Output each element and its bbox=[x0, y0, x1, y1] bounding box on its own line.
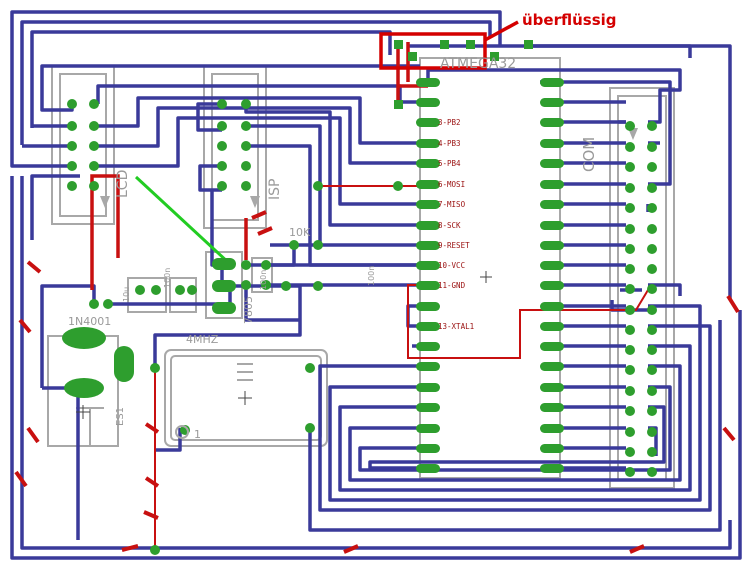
cap2-label: 100n bbox=[163, 267, 172, 288]
crystal-outline bbox=[164, 349, 328, 447]
lcd-pads bbox=[67, 99, 99, 191]
pads bbox=[62, 40, 657, 555]
pin-label-miso: 7-MISO bbox=[438, 200, 466, 209]
cap3-outline bbox=[251, 257, 273, 293]
crystal-label: 4MHZ bbox=[186, 333, 219, 346]
airwire bbox=[134, 175, 232, 266]
lcd-label: LCD bbox=[115, 169, 131, 198]
pin-label-pb3: 4-PB3 bbox=[438, 139, 461, 148]
pin-label-reset: 9-RESET bbox=[438, 241, 470, 250]
bottom-layer-traces bbox=[10, 10, 742, 560]
mcu-left-pads bbox=[416, 78, 440, 473]
crystal-pin-label: 1 bbox=[194, 428, 201, 441]
com-pads bbox=[625, 121, 657, 477]
pin-label-sck: 8-SCK bbox=[438, 221, 461, 230]
socket-label: ES1 bbox=[115, 406, 126, 426]
socket-pads bbox=[62, 327, 134, 398]
pin-label-mosi: 6-MOSI bbox=[438, 180, 466, 189]
annotation-label: überflüssig bbox=[522, 11, 617, 29]
com-label: COM bbox=[580, 136, 598, 172]
pin-label-xtal1: 13-XTAL1 bbox=[438, 322, 475, 331]
cap1-outline bbox=[127, 277, 167, 313]
top-layer-traces bbox=[154, 185, 649, 552]
cap1-label: 10u bbox=[122, 286, 131, 302]
isp-pads bbox=[217, 99, 251, 191]
resistor-label: 10K bbox=[289, 226, 311, 239]
regulator-label: 7805 bbox=[242, 296, 255, 324]
mcu-right-pads bbox=[540, 78, 564, 473]
annotation-pads bbox=[394, 40, 533, 109]
pin-label-pb4: 5-PB4 bbox=[438, 159, 461, 168]
cap4-label: 100n bbox=[367, 265, 376, 286]
cap3-label: 100n bbox=[259, 269, 268, 290]
isp-label: ISP bbox=[267, 178, 283, 200]
mcu-label: ATMEGA32 bbox=[440, 56, 517, 72]
pin-label-pb2: 3-PB2 bbox=[438, 118, 461, 127]
pin-label-vcc: 10-VCC bbox=[438, 261, 466, 270]
top-layer-bridges bbox=[14, 210, 740, 554]
diode-label: 1N4001 bbox=[68, 315, 112, 328]
com-connector-outline bbox=[609, 87, 675, 489]
pin-label-gnd: 11-GND bbox=[438, 281, 466, 290]
annotation-marker bbox=[379, 20, 519, 70]
cap2-outline bbox=[169, 277, 197, 313]
misc-pads bbox=[89, 181, 403, 555]
